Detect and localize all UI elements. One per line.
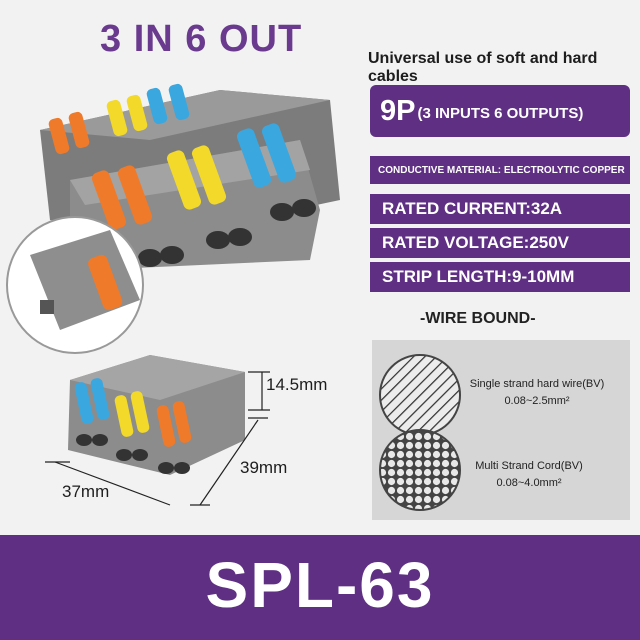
dimension-height: 14.5mm bbox=[266, 375, 328, 394]
multi-strand-range: 0.08~4.0mm² bbox=[496, 477, 562, 489]
model-name: SPL-63 bbox=[205, 549, 435, 621]
model-desc: (3 INPUTS 6 OUTPUTS) bbox=[417, 105, 584, 122]
dimension-depth: 39mm bbox=[240, 458, 288, 477]
zoom-detail-circle bbox=[6, 216, 144, 354]
spec-current: RATED CURRENT:32A bbox=[370, 194, 630, 224]
wire-bound-title: -WIRE BOUND- bbox=[420, 310, 536, 327]
spec-material: CONDUCTIVE MATERIAL: ELECTROLYTIC COPPER bbox=[370, 156, 630, 184]
wire-bound-panel bbox=[372, 340, 630, 520]
spec-voltage: RATED VOLTAGE:250V bbox=[370, 228, 630, 258]
single-strand-label: Single strand hard wire(BV) bbox=[469, 378, 605, 390]
footer-bar bbox=[0, 535, 640, 640]
page-title: 3 IN 6 OUT bbox=[100, 18, 303, 60]
multi-strand-label: Multi Strand Cord(BV) bbox=[475, 460, 583, 472]
model-code: 9P bbox=[380, 94, 416, 127]
single-strand-range: 0.08~2.5mm² bbox=[504, 395, 570, 407]
connector-small-image bbox=[45, 355, 270, 506]
dimension-width: 37mm bbox=[62, 482, 110, 501]
spec-strip-length: STRIP LENGTH:9-10MM bbox=[370, 262, 630, 292]
universal-use-text: Universal use of soft and hard cables bbox=[368, 50, 598, 85]
connector-large-image bbox=[40, 83, 340, 270]
model-badge: 9P (3 INPUTS 6 OUTPUTS) bbox=[370, 85, 630, 137]
